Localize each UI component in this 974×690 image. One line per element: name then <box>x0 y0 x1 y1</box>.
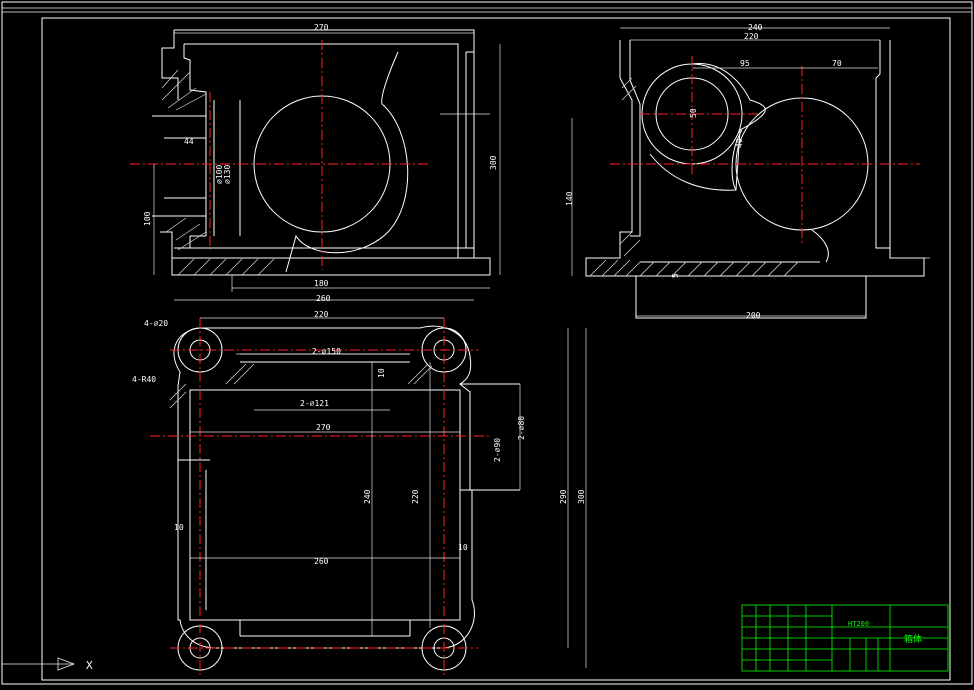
dim-top-left10: 10 <box>174 523 184 532</box>
ucs-x-label: X <box>86 659 93 672</box>
front-view: 270 300 100 180 44 ⌀100 ⌀130 <box>130 23 501 292</box>
dim-top-h300: 300 <box>577 489 586 504</box>
top-view: 260 220 4-⌀20 4-R40 2-⌀150 2-⌀121 10 270… <box>132 294 587 678</box>
dim-top-bore90: 2-⌀90 <box>493 438 502 462</box>
dim-side-bottom: 200 <box>746 311 761 320</box>
titleblock-material: HT200 <box>848 620 869 628</box>
top-strip <box>1 7 973 13</box>
dim-top-h240: 240 <box>363 489 372 504</box>
titleblock-part-name: 箱体 <box>904 633 922 645</box>
dim-top-bore80: 2-⌀80 <box>517 416 526 440</box>
dim-front-depth: 100 <box>143 211 152 226</box>
ucs-icon: X <box>2 657 93 672</box>
dim-front-width: 270 <box>314 23 329 32</box>
dim-top-v10: 10 <box>377 368 386 378</box>
dim-side-foot: 5 <box>671 273 680 278</box>
dim-top-outer-width: 260 <box>316 294 331 303</box>
drawing-frame <box>41 17 951 681</box>
dim-front-small: 44 <box>184 137 194 146</box>
dim-front-bore: ⌀100 <box>215 165 224 184</box>
dim-top-r40: 4-R40 <box>132 375 156 384</box>
dim-front-bore2: ⌀130 <box>223 165 232 184</box>
dim-top-h220: 220 <box>411 489 420 504</box>
dim-top-w270: 270 <box>316 423 331 432</box>
dim-top-bore150: 2-⌀150 <box>312 347 341 356</box>
dim-side-height: 140 <box>565 191 574 206</box>
dim-side-50: 50 <box>689 108 698 118</box>
dim-top-w260: 260 <box>314 557 329 566</box>
dim-top-h290: 290 <box>559 489 568 504</box>
dim-side-top-outer: 240 <box>748 23 763 32</box>
side-view: 240 220 95 70 50 40 140 200 5 <box>565 23 930 320</box>
dim-top-holes: 4-⌀20 <box>144 319 168 328</box>
title-block: HT200 箱体 <box>741 604 949 672</box>
dim-top-right10: 10 <box>458 543 468 552</box>
dim-side-95: 95 <box>740 59 750 68</box>
dim-side-70: 70 <box>832 59 842 68</box>
dim-top-inner-width: 220 <box>314 310 329 319</box>
dim-side-40: 40 <box>735 138 744 148</box>
dim-front-height: 300 <box>489 155 498 170</box>
dim-top-bore121: 2-⌀121 <box>300 399 329 408</box>
dim-front-bottom: 180 <box>314 279 329 288</box>
dim-side-top-inner: 220 <box>744 32 759 41</box>
